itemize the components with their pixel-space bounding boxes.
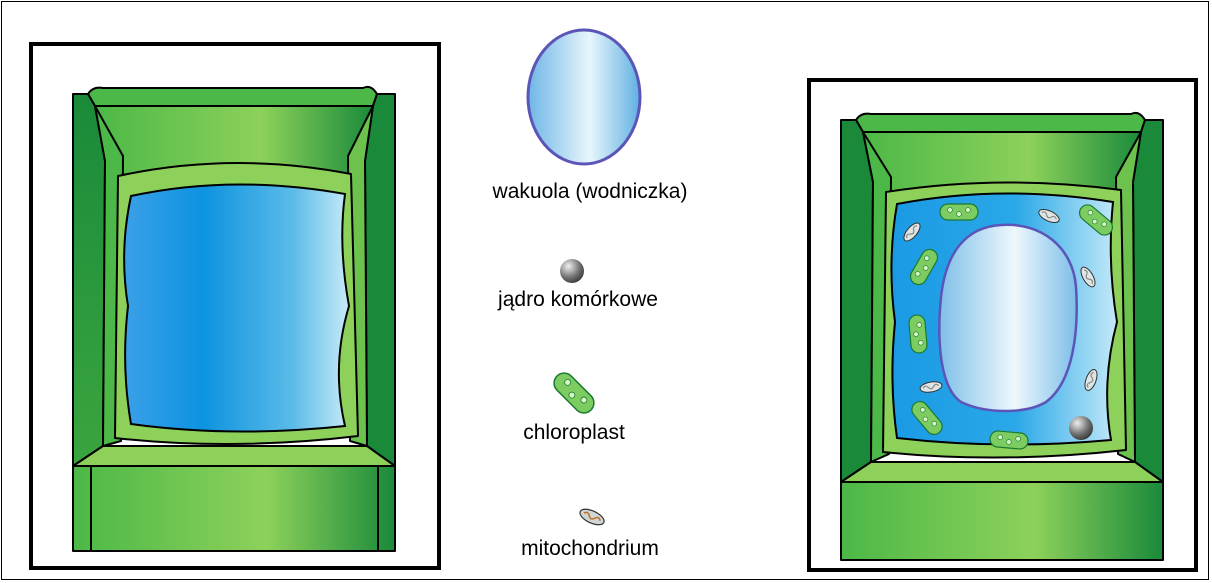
cell-diagram-left — [29, 42, 441, 570]
central-vacuole — [939, 225, 1076, 411]
chloroplast — [989, 430, 1028, 449]
nucleus — [1069, 416, 1093, 440]
chloroplast — [908, 314, 927, 353]
plant-cell-right-illustration — [811, 82, 1194, 568]
vacuole — [124, 184, 349, 431]
plant-cell-left-illustration — [33, 46, 437, 566]
cell-diagram-right — [807, 78, 1198, 572]
chloroplast — [940, 204, 978, 220]
